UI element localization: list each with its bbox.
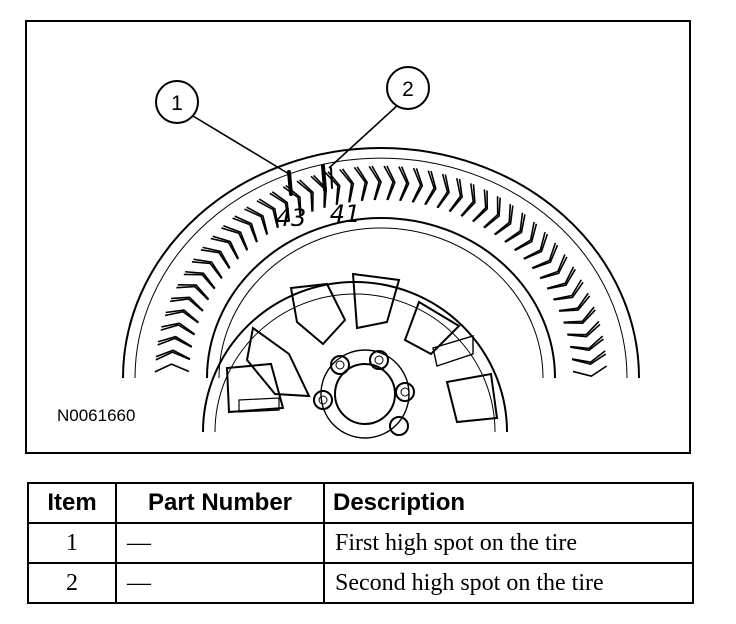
cell-item: 1 xyxy=(27,522,117,564)
cell-description: Second high spot on the tire xyxy=(323,562,694,604)
cell-item: 2 xyxy=(27,562,117,604)
figure-id: N0061660 xyxy=(57,406,136,425)
cell-description: First high spot on the tire xyxy=(323,522,694,564)
high-spot-mark-1 xyxy=(287,170,293,196)
cell-part-number: — xyxy=(115,562,325,604)
callout-2-number: 2 xyxy=(402,78,414,101)
callout-1-number: 1 xyxy=(171,92,183,115)
high-spot-mark-2 xyxy=(321,164,333,192)
tire-tread xyxy=(154,165,608,378)
table-row: 2 — Second high spot on the tire xyxy=(27,562,694,604)
mark-value-1: 43 xyxy=(276,204,307,232)
callout-leaders xyxy=(192,103,400,175)
legend-table: Item Part Number Description 1 — First h… xyxy=(27,482,694,604)
table-row: 1 — First high spot on the tire xyxy=(27,522,694,564)
mark-value-2: 41 xyxy=(330,200,361,228)
header-item: Item xyxy=(27,482,117,524)
tire-illustration: 43 41 1 2 xyxy=(122,66,640,439)
header-part-number: Part Number xyxy=(115,482,325,524)
header-description: Description xyxy=(323,482,694,524)
wheel-rim xyxy=(202,272,508,439)
tire-illustration-frame: 43 41 1 2 N0061660 xyxy=(25,20,691,454)
cell-part-number: — xyxy=(115,522,325,564)
legend-header-row: Item Part Number Description xyxy=(27,482,694,524)
tire xyxy=(122,147,640,379)
callout-1: 1 xyxy=(155,80,199,124)
callout-2: 2 xyxy=(386,66,430,110)
